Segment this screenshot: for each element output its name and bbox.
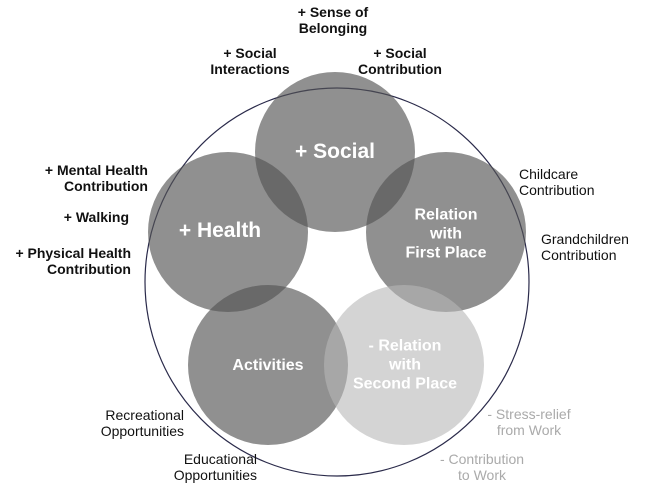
text-line: Contribution	[358, 61, 442, 77]
circle-second-place	[324, 285, 484, 445]
text-line: + Sense of	[297, 4, 369, 20]
first-place-line: Relation	[414, 206, 478, 224]
second-place-line: - Relation	[368, 337, 442, 355]
text-line: to Work	[458, 467, 506, 483]
text-line: - Contribution	[439, 451, 525, 467]
text-line: Contribution	[64, 178, 148, 194]
educational-label: Educational Opportunities	[130, 451, 257, 483]
physical-health-label: + Physical Health Contribution	[0, 245, 131, 277]
first-place-line: with	[430, 225, 462, 243]
second-place-label: - Relation with Second Place	[353, 337, 457, 394]
text-line: from Work	[496, 422, 562, 438]
text-line: Opportunities	[173, 467, 257, 483]
childcare-label: Childcare Contribution	[519, 166, 595, 198]
social-label: + Social	[295, 140, 375, 163]
mental-health-label: + Mental Health Contribution	[0, 162, 148, 194]
grandchildren-label: Grandchildren Contribution	[541, 231, 629, 263]
text-line: Contribution	[47, 261, 131, 277]
first-place-line: First Place	[405, 244, 487, 262]
stress-relief-label: - Stress-relief from Work	[475, 406, 583, 438]
circle-health	[148, 152, 308, 312]
text-line: + Social	[373, 45, 427, 61]
circle-first-place	[366, 152, 526, 312]
text-line: Recreational	[105, 407, 184, 423]
health-label: + Health	[178, 219, 262, 242]
second-place-line: Second Place	[352, 375, 458, 393]
activities-label: Activities	[232, 357, 304, 374]
text-line: Belonging	[298, 20, 368, 36]
second-place-line: with	[388, 356, 421, 374]
text-line: Contribution	[519, 182, 595, 198]
social-contribution-label: + Social Contribution	[345, 45, 455, 77]
contribution-work-label: - Contribution to Work	[428, 451, 536, 483]
first-place-label: Relation with First Place	[406, 206, 487, 263]
text-line: Educational	[183, 451, 257, 467]
circle-activities	[188, 285, 348, 445]
text-line: Grandchildren	[541, 231, 629, 247]
text-line: + Social	[223, 45, 277, 61]
text-line: Contribution	[541, 247, 617, 263]
text-line: Opportunities	[100, 423, 184, 439]
text-line: + Mental Health	[44, 162, 148, 178]
walking-label: + Walking	[63, 209, 129, 225]
social-interactions-label: + Social Interactions	[195, 45, 305, 77]
text-line: + Physical Health	[15, 245, 131, 261]
belonging-label: + Sense of Belonging	[278, 4, 388, 36]
recreational-label: Recreational Opportunities	[60, 407, 184, 439]
text-line: Childcare	[519, 166, 579, 182]
text-line: Interactions	[210, 61, 290, 77]
text-line: - Stress-relief	[487, 406, 571, 422]
